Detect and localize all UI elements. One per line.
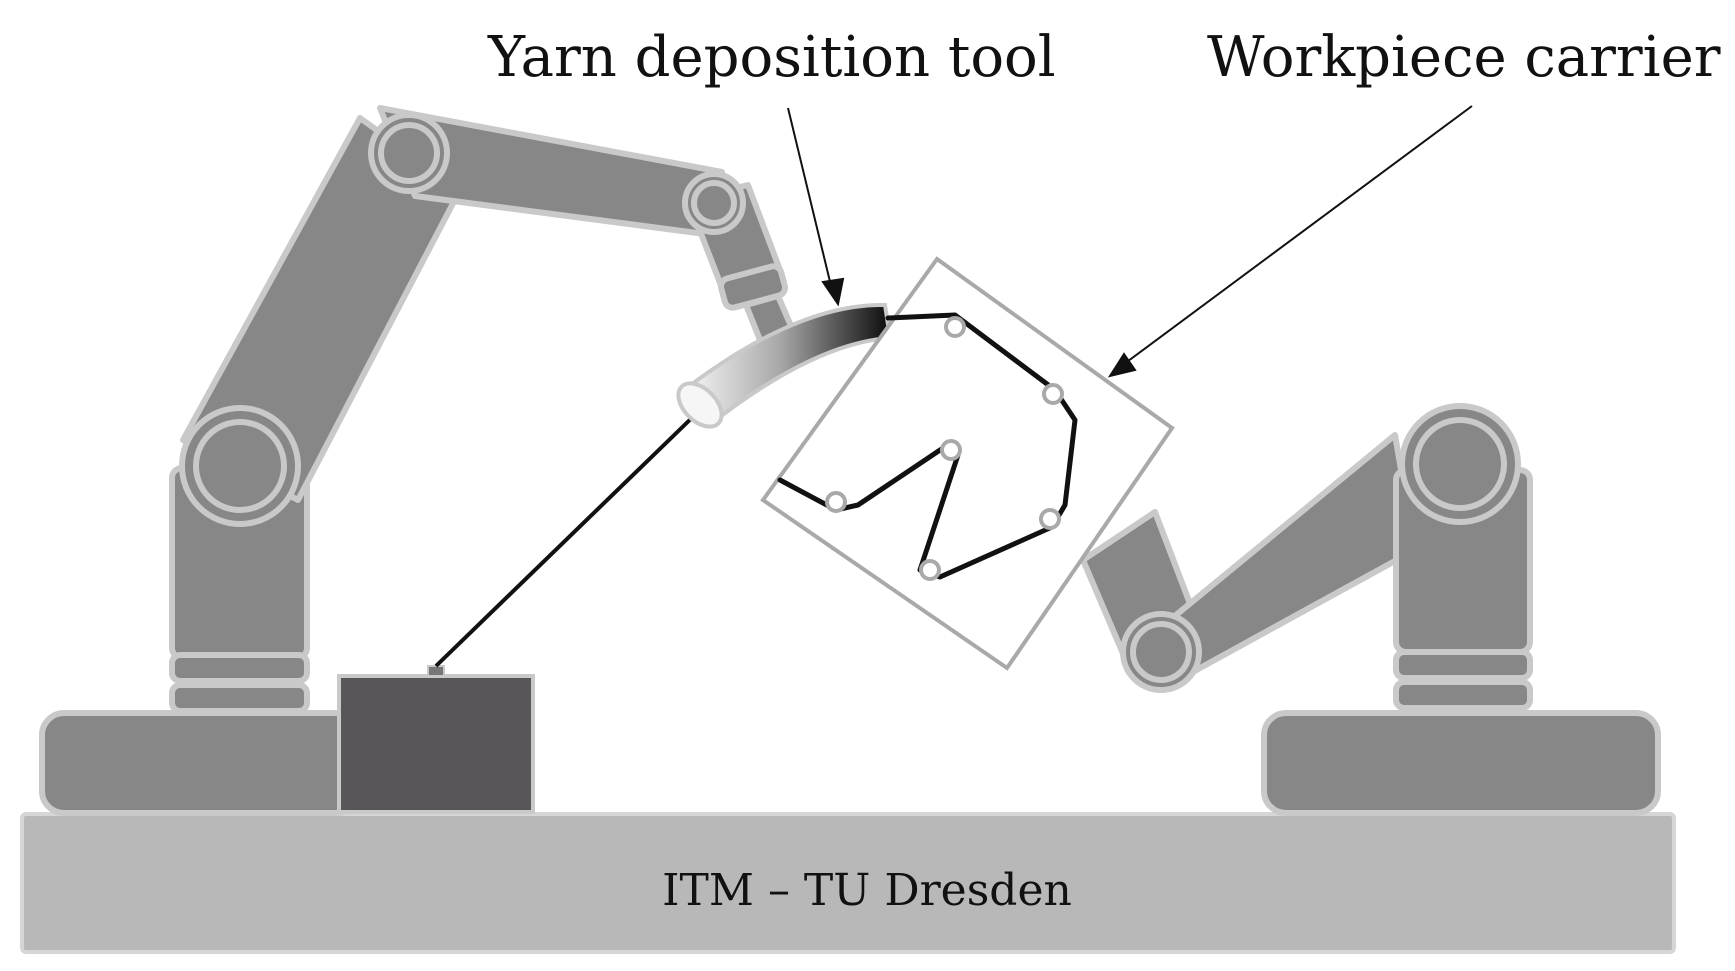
workpiece-carrier xyxy=(760,256,1175,671)
carrier-pins xyxy=(825,316,1064,581)
ground-base-platform xyxy=(20,812,1676,954)
yarn-deposition-tool xyxy=(676,302,893,429)
yarn-outlet xyxy=(427,665,445,677)
right-robot-arm xyxy=(1080,403,1661,816)
yarn-supply-box xyxy=(337,674,535,814)
left-robot-pedestal xyxy=(39,710,361,816)
yarn-deposition-tool-label: Yarn deposition tool xyxy=(487,25,1056,90)
label-pointers xyxy=(787,105,1473,378)
left-shoulder-joint xyxy=(179,405,301,527)
right-shoulder-joint xyxy=(1399,403,1521,525)
base-caption: ITM – TU Dresden xyxy=(662,865,1072,916)
yarn-feed-line xyxy=(434,408,702,668)
right-robot-pedestal xyxy=(1261,710,1661,816)
workpiece-carrier-label: Workpiece carrier xyxy=(1207,25,1721,90)
